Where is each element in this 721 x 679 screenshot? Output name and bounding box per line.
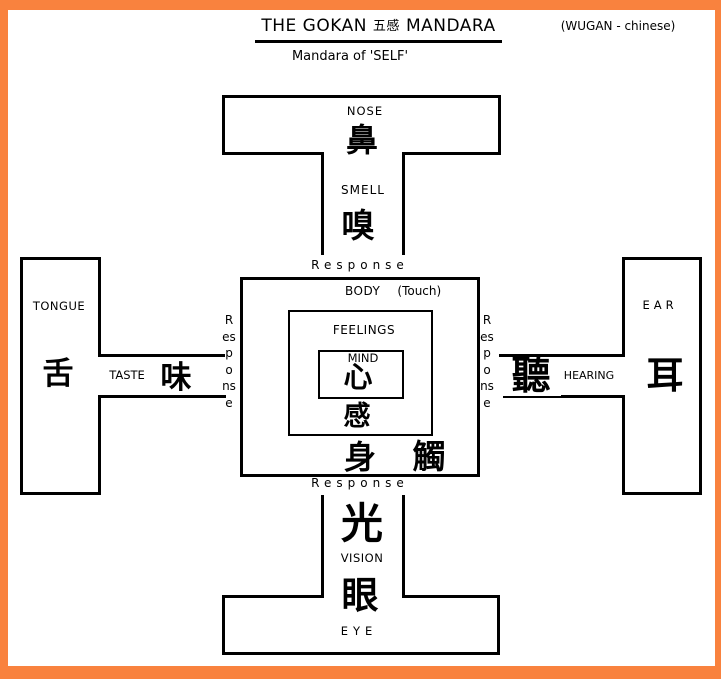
title-text-left: THE GOKAN: [261, 16, 367, 36]
tongue-label: TONGUE: [32, 299, 86, 313]
title-text-right: MANDARA: [405, 16, 496, 36]
vision-kanji: 光: [340, 499, 383, 548]
vision-channel-left-line: [321, 495, 324, 596]
smell-channel-left-line: [321, 153, 324, 255]
hearing-label: HEARING: [563, 369, 615, 382]
nose-box-opening: [324, 151, 402, 157]
eye-label: EYE: [340, 624, 378, 638]
ear-box-opening: [619, 357, 626, 395]
body-label: BODY: [345, 284, 381, 298]
smell-kanji: 嗅: [341, 206, 375, 245]
page-title: THE GOKAN 五感 MANDARA: [255, 15, 502, 43]
tongue-box-opening: [96, 357, 103, 395]
body-kanji: 身: [343, 438, 376, 476]
nose-label: NOSE: [346, 104, 384, 118]
body-box: [240, 277, 480, 477]
title-kanji: 五感: [372, 19, 400, 34]
mind-box: [318, 350, 404, 399]
tongue-kanji: 舌: [42, 356, 74, 392]
hearing-channel-bottom-line: [503, 395, 625, 398]
taste-label: TASTE: [109, 368, 145, 382]
mind-kanji: 心: [343, 360, 373, 394]
response-label-bottom: Response: [311, 476, 409, 490]
vision-label: VISION: [340, 551, 384, 565]
hearing-channel-top-line: [499, 354, 625, 357]
taste-channel-top-line: [98, 354, 225, 357]
wugan-note: (WUGAN - chinese): [560, 19, 676, 33]
body-title: BODY (Touch): [345, 284, 441, 298]
ear-kanji: 耳: [646, 353, 684, 397]
smell-label: SMELL: [341, 183, 385, 197]
touch-label: (Touch): [397, 284, 442, 298]
feelings-kanji: 感: [343, 401, 371, 432]
nose-kanji: 鼻: [345, 121, 378, 159]
response-label-left: Response: [222, 313, 236, 410]
ear-label: EAR: [642, 298, 678, 312]
response-label-right: Response: [480, 313, 494, 410]
taste-kanji: 味: [160, 360, 192, 396]
eye-kanji: 眼: [341, 573, 379, 617]
touch-kanji: 觸: [412, 437, 446, 476]
mind-label: MIND: [347, 351, 379, 365]
taste-channel-bottom-line: [98, 395, 226, 398]
response-label-top: Response: [311, 258, 409, 272]
feelings-label: FEELINGS: [332, 323, 396, 337]
vision-channel-right-line: [402, 495, 405, 596]
hearing-kanji: 聽: [501, 357, 561, 396]
subtitle: Mandara of 'SELF': [291, 49, 409, 64]
feelings-box: [288, 310, 433, 436]
smell-channel-right-line: [402, 153, 405, 255]
eye-box-opening: [324, 593, 402, 599]
